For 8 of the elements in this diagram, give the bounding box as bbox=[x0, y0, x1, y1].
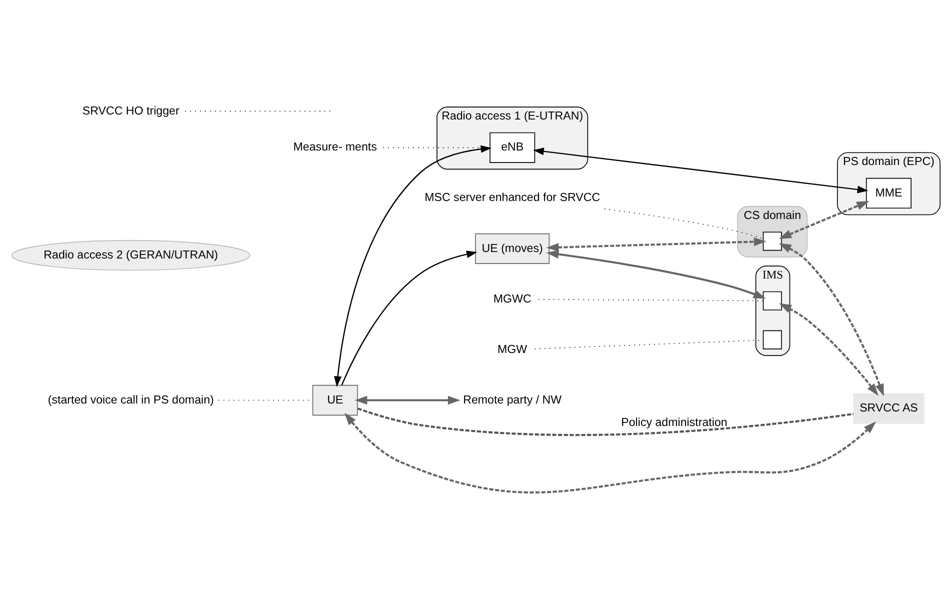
node-text: Remote party / NW bbox=[463, 394, 562, 406]
node-text: (started voice call in PS domain) bbox=[48, 394, 214, 406]
node-text: MSC server enhanced for SRVCC bbox=[424, 192, 600, 204]
edge-label: Policy administration bbox=[621, 417, 728, 430]
node-text: MGWC bbox=[493, 293, 532, 306]
node-text: Measure- ments bbox=[293, 142, 377, 154]
node-text: SRVCC HO trigger bbox=[82, 105, 180, 118]
node-text: MGW bbox=[498, 344, 528, 356]
